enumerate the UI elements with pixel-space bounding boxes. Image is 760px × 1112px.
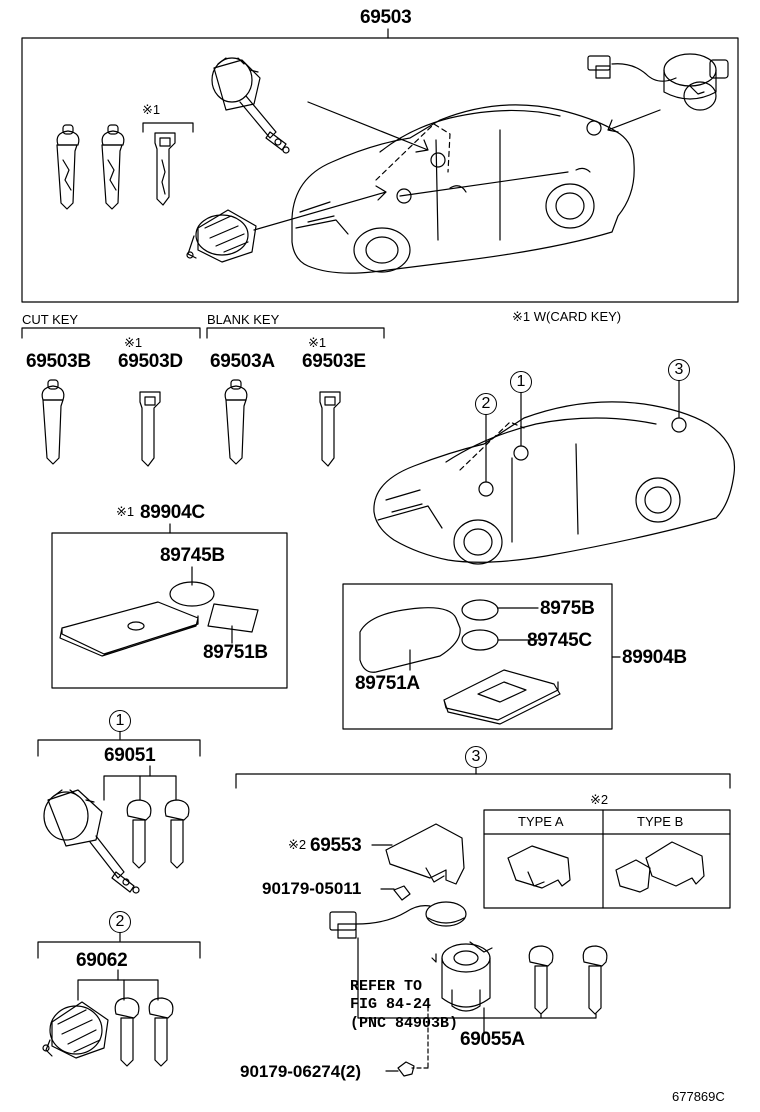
- label-89751A[interactable]: 89751A: [355, 673, 420, 694]
- ref-circle-1: 1: [510, 371, 532, 393]
- note-top-box: ※1: [142, 102, 161, 117]
- top-lock-cylinder: [211, 57, 290, 154]
- ref-circle-group1: 1: [109, 710, 131, 732]
- label-69055A[interactable]: 69055A: [460, 1029, 525, 1050]
- label-type-b: TYPE B: [637, 814, 684, 829]
- group1-cylinder: [43, 789, 140, 894]
- bracket-group2: [37, 941, 201, 959]
- top-key-1: [56, 124, 80, 210]
- refer-line-2: FIG 84-24: [350, 996, 432, 1013]
- type-a-bracket: [507, 845, 571, 889]
- group1-key-2: [164, 799, 190, 869]
- type-b-part-1: [615, 859, 651, 893]
- housing-69553: [385, 823, 465, 885]
- switch-connector: [329, 901, 467, 939]
- mid-car: [373, 379, 736, 565]
- bracket-69055A: [357, 937, 597, 1019]
- top-door-cylinder: [186, 209, 257, 263]
- group2-key-2: [148, 997, 174, 1067]
- label-89745B[interactable]: 89745B: [160, 545, 225, 566]
- key-69503D: [139, 391, 161, 467]
- refer-line-3: (PNC 84903B): [350, 1015, 459, 1032]
- top-car: [291, 104, 635, 274]
- disc-89745B: [169, 581, 215, 607]
- bracket-group3: [235, 773, 731, 789]
- top-arrows: [253, 101, 661, 231]
- label-69503D[interactable]: 69503D: [118, 351, 183, 372]
- group3-key-2: [582, 945, 608, 1015]
- group3-key-1: [528, 945, 554, 1015]
- note-cut-key: ※1: [124, 335, 143, 350]
- card-key-b: [443, 669, 561, 725]
- label-89904B[interactable]: 89904B: [622, 647, 687, 668]
- top-box: [21, 37, 739, 303]
- label-90179-05011[interactable]: 90179-05011: [262, 879, 362, 898]
- label-69503[interactable]: 69503: [360, 7, 412, 28]
- label-69503A[interactable]: 69503A: [210, 351, 275, 372]
- label-69553[interactable]: 69553: [310, 835, 362, 856]
- screw-05011: [393, 885, 411, 901]
- group1-key-1: [126, 799, 152, 869]
- label-69051[interactable]: 69051: [104, 745, 156, 766]
- label-69503E[interactable]: 69503E: [302, 351, 366, 372]
- top-ignition-switch: [587, 53, 729, 111]
- bracket-top-note: [142, 122, 194, 133]
- type-box: [483, 809, 731, 909]
- bracket-cut-key: [21, 327, 201, 339]
- group2-cylinder: [42, 1001, 109, 1059]
- key-69503E: [319, 391, 341, 467]
- ref-circle-3: 3: [668, 359, 690, 381]
- bracket-blank-key: [206, 327, 385, 339]
- label-89904C[interactable]: 89904C: [140, 502, 205, 523]
- ref-circle-group2: 2: [109, 911, 131, 933]
- key-69503A: [224, 379, 248, 465]
- refer-line-1: REFER TO: [350, 978, 423, 995]
- card-key-c: [59, 601, 199, 657]
- figure-code: 677869C: [672, 1089, 725, 1104]
- label-89745C[interactable]: 89745C: [527, 630, 592, 651]
- bracket-group1: [37, 739, 201, 757]
- disc-89745C: [461, 629, 499, 651]
- top-key-3: [154, 132, 176, 206]
- plate-89751B: [207, 603, 259, 633]
- type-b-part-2: [645, 841, 705, 887]
- ref-circle-group3: 3: [465, 746, 487, 768]
- label-69503B[interactable]: 69503B: [26, 351, 91, 372]
- label-8975B[interactable]: 8975B: [540, 598, 595, 619]
- label-69062[interactable]: 69062: [76, 950, 128, 971]
- cover-89751A: [359, 607, 461, 673]
- label-type-a: TYPE A: [518, 814, 564, 829]
- part-8975B: [461, 599, 499, 621]
- label-blank-key: BLANK KEY: [207, 312, 280, 327]
- note-card-key: ※1 W(CARD KEY): [512, 309, 622, 324]
- label-89751B[interactable]: 89751B: [203, 642, 268, 663]
- cylinder-69055A: [441, 941, 493, 1012]
- key-69503B: [41, 379, 65, 465]
- note-type-box: ※2: [590, 792, 609, 807]
- label-90179-06274[interactable]: 90179-06274(2): [240, 1062, 361, 1081]
- screw-06274: [397, 1061, 415, 1077]
- group2-key-1: [114, 997, 140, 1067]
- ref-circle-2: 2: [475, 393, 497, 415]
- note-blank-key: ※1: [308, 335, 327, 350]
- label-cut-key: CUT KEY: [22, 312, 79, 327]
- top-key-2: [101, 124, 125, 210]
- note-69553: ※2: [288, 837, 307, 852]
- note-89904C: ※1: [116, 504, 135, 519]
